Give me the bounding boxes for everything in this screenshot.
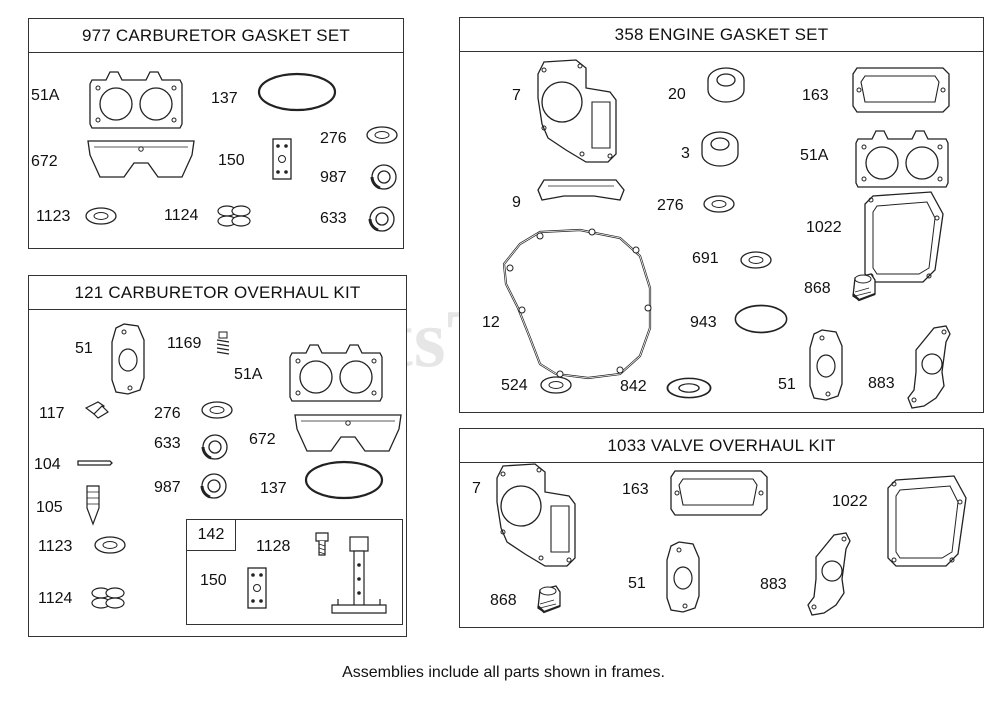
part-label[interactable]: 51 — [628, 575, 646, 592]
shield-gasket-part[interactable] — [86, 137, 198, 183]
part-label[interactable]: 883 — [868, 375, 895, 392]
washer-part[interactable] — [703, 194, 737, 216]
shield-gasket-part[interactable] — [293, 411, 405, 457]
part-label[interactable]: 842 — [620, 378, 647, 395]
sub-kit-label[interactable]: 142 — [186, 519, 236, 551]
part-label[interactable]: 117 — [39, 405, 65, 422]
part-label[interactable]: 1128 — [256, 538, 291, 555]
washer-part[interactable] — [94, 535, 128, 557]
clover-gasket-part[interactable] — [89, 586, 129, 612]
pin-part[interactable] — [76, 457, 114, 469]
valve-cover-gasket-part[interactable] — [851, 66, 951, 116]
footer-note: Assemblies include all parts shown in fr… — [342, 664, 665, 681]
plug-part[interactable] — [534, 584, 562, 614]
part-label[interactable]: 51A — [234, 366, 263, 383]
intake-gasket-part[interactable] — [806, 527, 854, 617]
frame-title: 358 ENGINE GASKET SET — [460, 18, 983, 52]
crankcase-gasket-part[interactable] — [500, 227, 655, 382]
washer-part[interactable] — [85, 206, 119, 228]
part-label[interactable]: 1123 — [38, 538, 73, 555]
head-gasket-part[interactable] — [495, 462, 579, 570]
o-ring-part[interactable] — [257, 72, 341, 114]
part-label[interactable]: 51 — [75, 340, 93, 357]
carburetor-gasket-part[interactable] — [88, 68, 188, 134]
part-label[interactable]: 51 — [778, 376, 796, 393]
part-label[interactable]: 163 — [802, 87, 829, 104]
part-label[interactable]: 51A — [31, 87, 60, 104]
part-label[interactable]: 633 — [154, 435, 181, 452]
seal-part[interactable] — [200, 472, 230, 502]
part-label[interactable]: 1124 — [164, 207, 199, 224]
valve-cover-gasket-part[interactable] — [669, 469, 769, 519]
part-label[interactable]: 163 — [622, 481, 649, 498]
o-ring-part[interactable] — [304, 460, 388, 502]
flange-gasket-part[interactable] — [808, 328, 846, 404]
part-label[interactable]: 883 — [760, 576, 787, 593]
head-gasket-part[interactable] — [536, 58, 620, 166]
plate-part[interactable] — [271, 137, 295, 183]
part-label[interactable]: 1123 — [36, 208, 71, 225]
part-label[interactable]: 691 — [692, 250, 719, 267]
part-label[interactable]: 276 — [154, 405, 181, 422]
part-label[interactable]: 1169 — [167, 335, 202, 352]
plug-part[interactable] — [849, 272, 877, 302]
part-label[interactable]: 137 — [211, 90, 238, 107]
part-label[interactable]: 868 — [804, 280, 831, 297]
clover-gasket-part[interactable] — [215, 204, 255, 230]
spring-pin-part[interactable] — [213, 330, 233, 358]
float-bracket-part[interactable] — [330, 535, 390, 617]
frame-title: 1033 VALVE OVERHAUL KIT — [460, 429, 983, 463]
part-label[interactable]: 7 — [472, 480, 481, 497]
carburetor-gasket-part[interactable] — [288, 341, 388, 407]
part-label[interactable]: 9 — [512, 194, 521, 211]
washer-part[interactable] — [666, 376, 712, 400]
part-label[interactable]: 137 — [260, 480, 287, 497]
bearing-seal-part[interactable] — [706, 66, 748, 106]
intake-gasket-part[interactable] — [906, 320, 954, 410]
part-label[interactable]: 150 — [218, 152, 245, 169]
part-label[interactable]: 672 — [249, 431, 276, 448]
part-label[interactable]: 20 — [668, 86, 686, 103]
seal-part[interactable] — [201, 433, 231, 463]
plate-part[interactable] — [246, 566, 270, 612]
part-label[interactable]: 276 — [657, 197, 684, 214]
frame-title: 121 CARBURETOR OVERHAUL KIT — [29, 276, 406, 310]
flange-gasket-part[interactable] — [665, 540, 703, 616]
part-label[interactable]: 150 — [200, 572, 227, 589]
part-label[interactable]: 524 — [501, 377, 528, 394]
flange-gasket-part[interactable] — [110, 322, 148, 398]
part-label[interactable]: 104 — [34, 456, 61, 473]
part-label[interactable]: 987 — [320, 169, 347, 186]
sub-kit-frame — [186, 519, 403, 625]
oil-seal-part[interactable] — [700, 130, 742, 170]
float-needle-part[interactable] — [81, 484, 105, 528]
washer-part[interactable] — [201, 400, 235, 422]
part-label[interactable]: 51A — [800, 147, 829, 164]
washer-part[interactable] — [540, 375, 574, 397]
part-label[interactable]: 3 — [681, 145, 690, 162]
part-label[interactable]: 1124 — [38, 590, 73, 607]
part-label[interactable]: 276 — [320, 130, 347, 147]
part-label[interactable]: 1022 — [832, 493, 868, 510]
part-label[interactable]: 7 — [512, 87, 521, 104]
part-label[interactable]: 987 — [154, 479, 181, 496]
part-label[interactable]: 105 — [36, 499, 63, 516]
small-bolt-part[interactable] — [84, 400, 110, 420]
o-ring-part[interactable] — [734, 304, 788, 334]
part-label[interactable]: 672 — [31, 153, 58, 170]
part-label[interactable]: 1022 — [806, 219, 842, 236]
part-label[interactable]: 633 — [320, 210, 347, 227]
breather-gasket-part[interactable] — [534, 178, 628, 204]
part-label[interactable]: 868 — [490, 592, 517, 609]
seal-part[interactable] — [368, 205, 398, 235]
washer-part[interactable] — [366, 125, 400, 147]
frame-title: 977 CARBURETOR GASKET SET — [29, 19, 403, 53]
screw-part[interactable] — [312, 531, 332, 559]
carburetor-gasket-part[interactable] — [854, 127, 954, 193]
rocker-cover-gasket-part[interactable] — [886, 474, 970, 570]
part-label[interactable]: 12 — [482, 314, 500, 331]
seal-part[interactable] — [370, 163, 400, 193]
part-label[interactable]: 943 — [690, 314, 717, 331]
washer-part[interactable] — [740, 250, 774, 272]
